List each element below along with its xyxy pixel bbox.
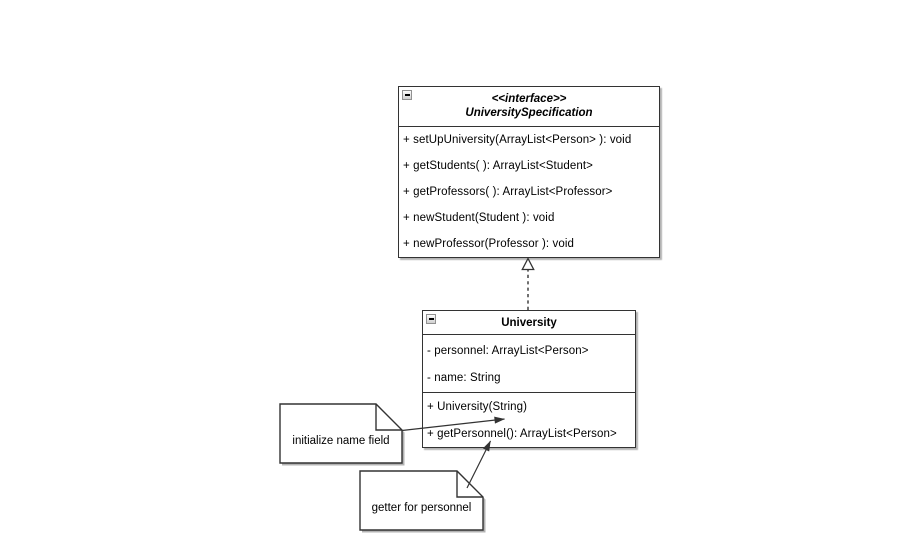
class-method-row: + getPersonnel(): ArrayList<Person> [427, 427, 617, 440]
note-getter-label: getter for personnel [371, 501, 472, 514]
interface-name: UniversitySpecification [465, 106, 593, 119]
interface-methods-section: + setUpUniversity(ArrayList<Person> ): v… [399, 127, 659, 257]
collapse-icon[interactable] [426, 314, 436, 324]
interface-method-row: + getProfessors( ): ArrayList<Professor> [403, 186, 613, 198]
collapse-icon[interactable] [402, 90, 412, 100]
class-method-row: + University(String) [427, 401, 528, 414]
note-initialize-label: initialize name field [292, 434, 390, 447]
interface-method-row: + setUpUniversity(ArrayList<Person> ): v… [403, 134, 632, 146]
interface-method-row: + newStudent(Student ): void [403, 212, 555, 224]
class-attribute-row: - name: String [427, 372, 501, 385]
interface-box-universityspecification[interactable]: <<interface>> UniversitySpecification + … [398, 86, 660, 258]
class-header: University [423, 311, 635, 335]
class-attribute-row: - personnel: ArrayList<Person> [427, 344, 589, 357]
interface-stereotype: <<interface>> [491, 93, 567, 105]
realization-triangle-icon [521, 257, 535, 271]
interface-method-row: + getStudents( ): ArrayList<Student> [403, 160, 593, 172]
interface-title: <<interface>> UniversitySpecification [465, 93, 592, 120]
interface-header: <<interface>> UniversitySpecification [399, 87, 659, 127]
class-attributes-section: - personnel: ArrayList<Person> - name: S… [423, 335, 635, 393]
class-methods-section: + University(String) + getPersonnel(): A… [423, 393, 635, 447]
interface-method-row: + newProfessor(Professor ): void [403, 238, 574, 250]
minus-glyph [404, 94, 410, 96]
class-name: University [501, 316, 557, 329]
class-box-university[interactable]: University - personnel: ArrayList<Person… [422, 310, 636, 448]
minus-glyph [428, 318, 434, 320]
